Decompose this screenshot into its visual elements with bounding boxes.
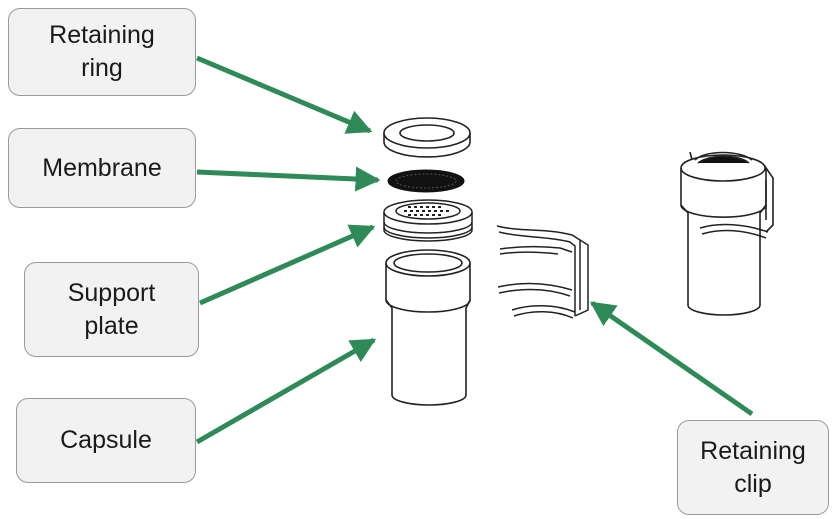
support-plate-part xyxy=(383,199,473,242)
label-capsule: Capsule xyxy=(16,398,196,483)
label-retaining-clip-line2: clip xyxy=(734,469,772,498)
assembled-capsule xyxy=(680,151,774,316)
label-membrane-text: Membrane xyxy=(42,153,162,182)
label-capsule-text: Capsule xyxy=(60,426,152,454)
label-retaining-clip-line1: Retaining xyxy=(700,436,806,465)
label-membrane: Membrane xyxy=(8,128,196,208)
arrow-retaining-clip xyxy=(589,300,754,417)
arrow-support-plate xyxy=(198,224,376,306)
membrane-part xyxy=(387,169,465,193)
arrow-retaining-ring xyxy=(196,55,373,134)
arrows xyxy=(195,55,754,445)
label-support-plate-line1: Support xyxy=(67,278,156,307)
label-support-plate: Support plate xyxy=(24,262,199,357)
label-retaining-ring-line1: Retaining xyxy=(49,21,155,49)
arrow-membrane xyxy=(196,166,381,192)
label-retaining-clip: Retaining clip xyxy=(677,420,829,515)
label-retaining-ring-line2: ring xyxy=(81,54,123,82)
label-support-plate-line2: plate xyxy=(84,311,139,340)
retaining-ring-part xyxy=(383,117,471,158)
capsule-part xyxy=(385,249,471,406)
arrow-capsule xyxy=(195,337,377,445)
retaining-clip-part xyxy=(496,225,589,319)
label-retaining-ring: Retaining ring xyxy=(8,8,196,96)
